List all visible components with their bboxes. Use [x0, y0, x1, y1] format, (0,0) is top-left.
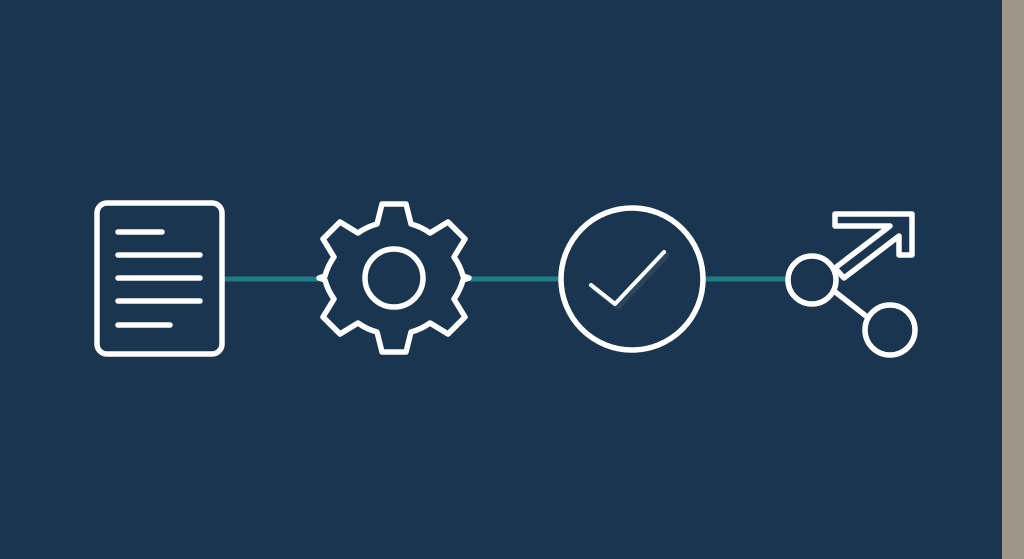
gear-icon: [316, 201, 472, 355]
check-circle-icon: [558, 205, 706, 353]
share-icon: [785, 211, 918, 358]
right-edge-strip: [1002, 0, 1024, 559]
document-icon: [94, 200, 225, 357]
workflow-svg: [94, 200, 918, 358]
workflow-diagram: [94, 200, 918, 358]
